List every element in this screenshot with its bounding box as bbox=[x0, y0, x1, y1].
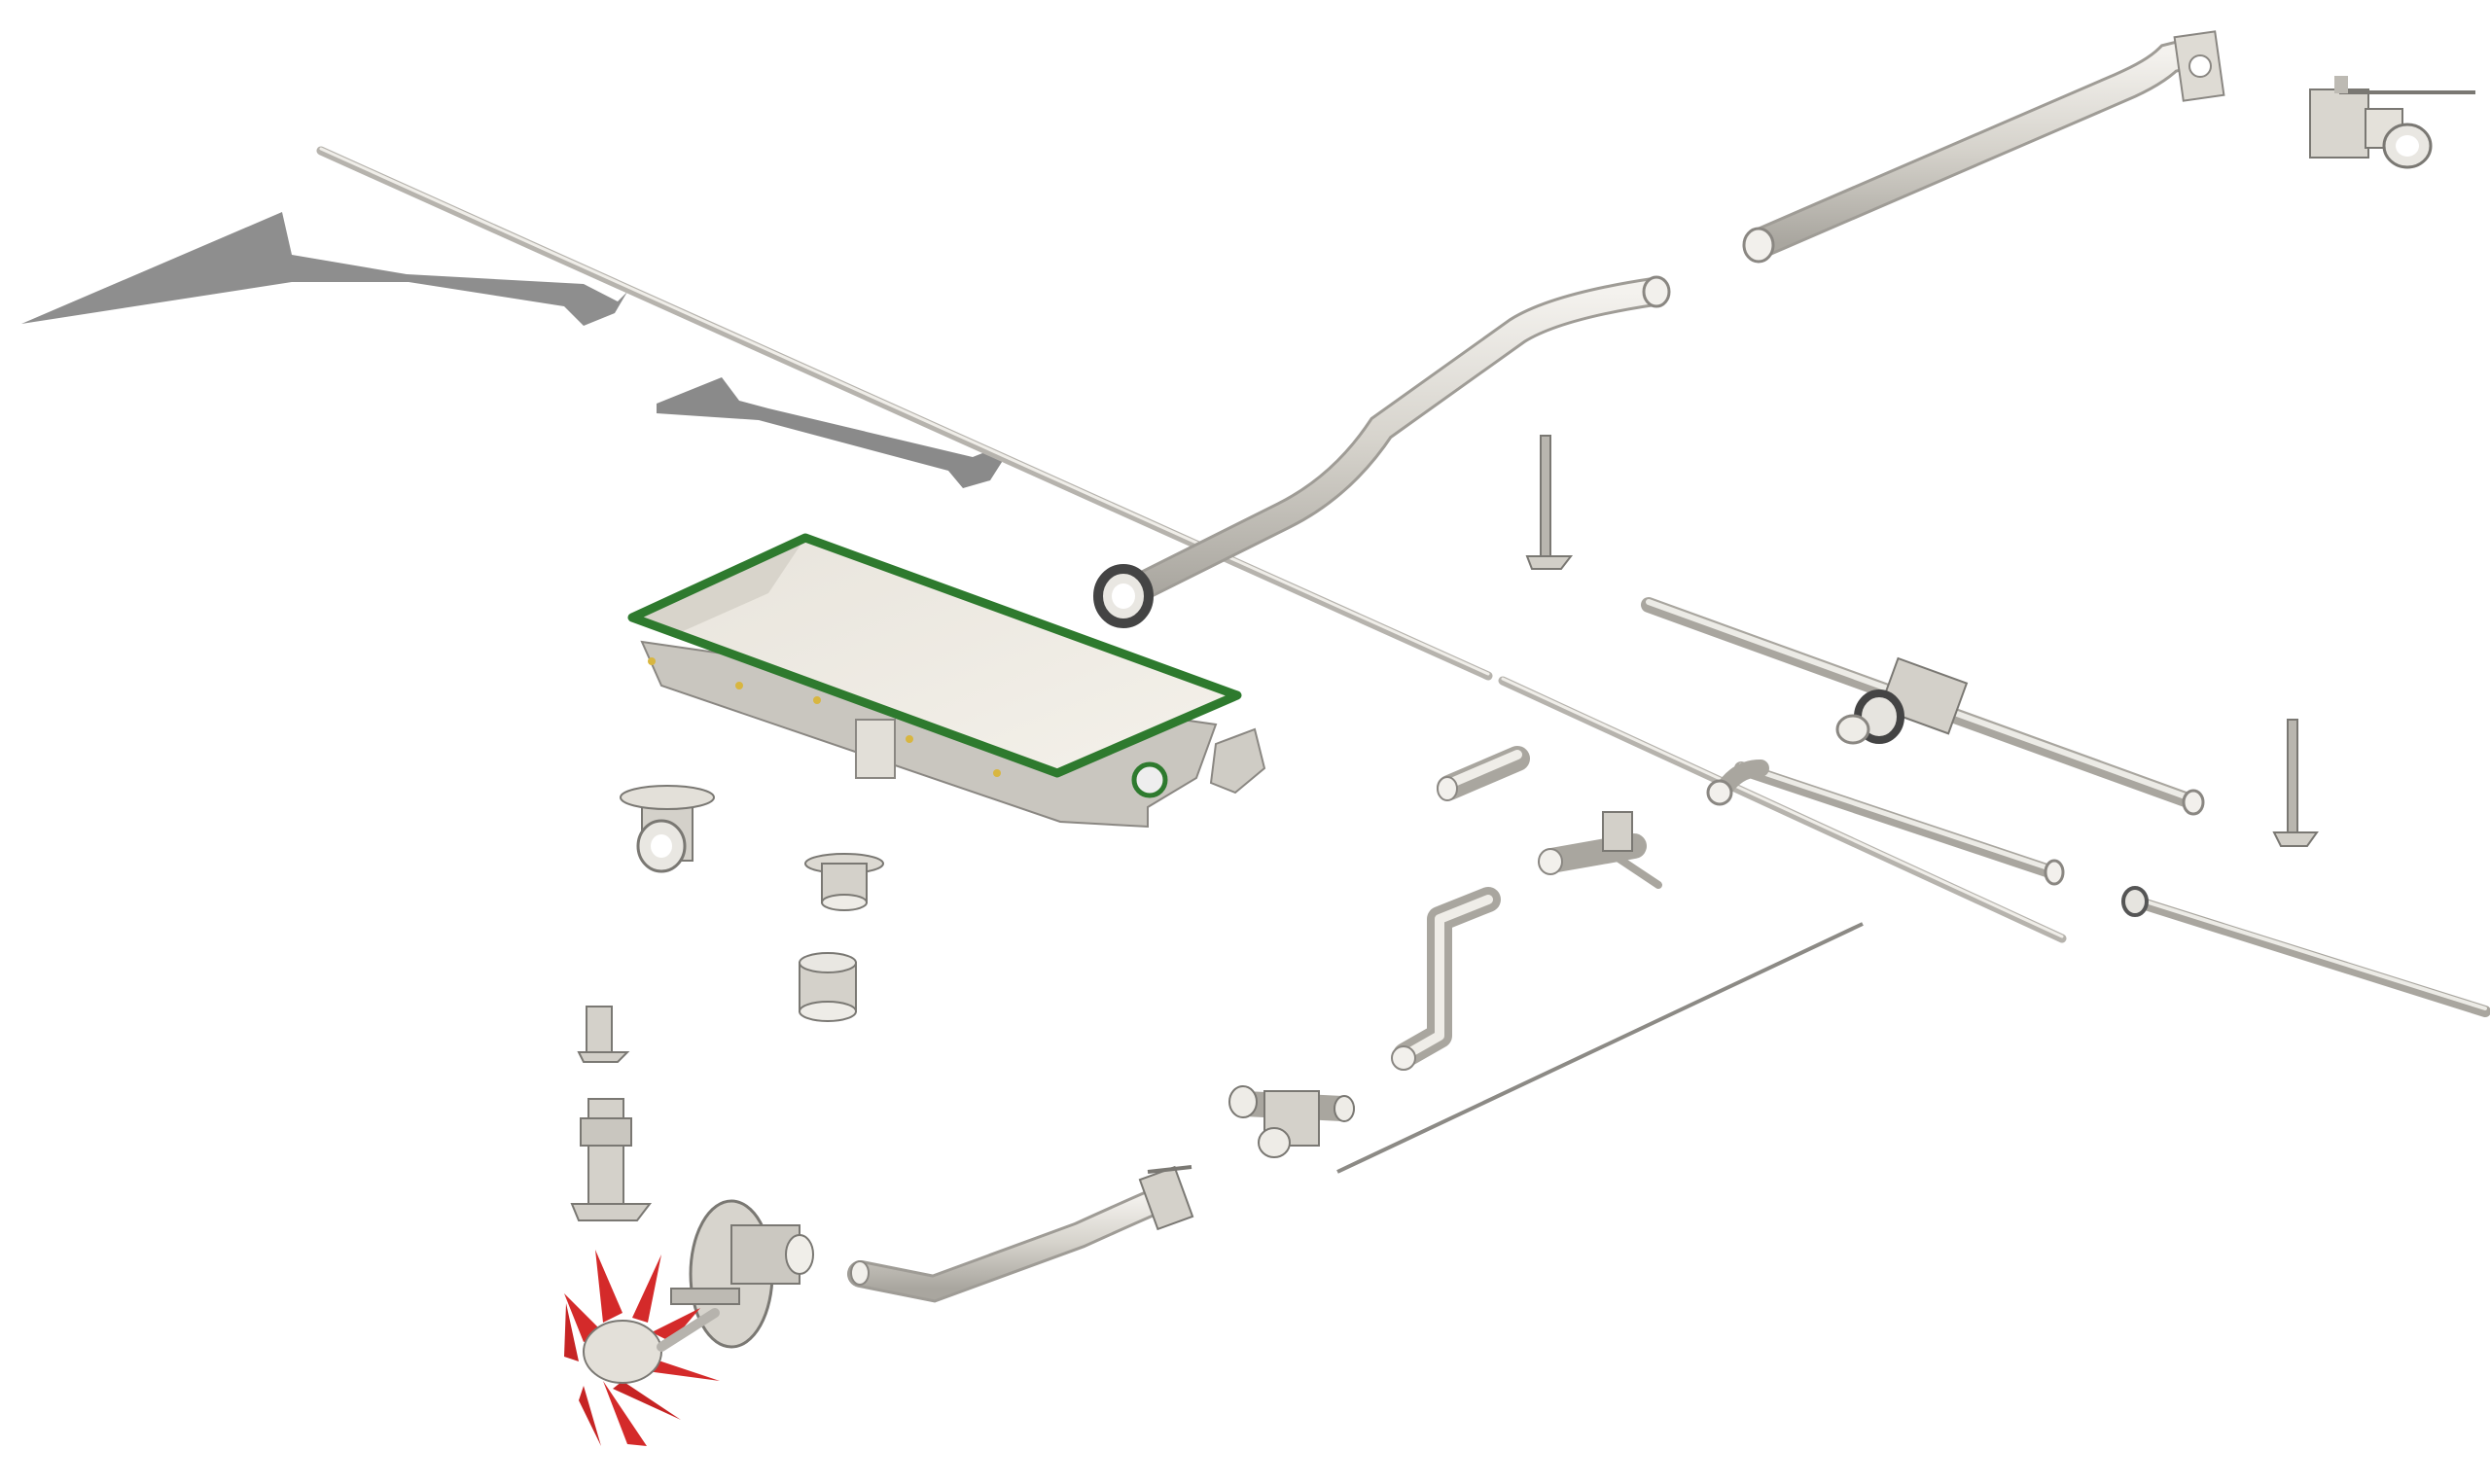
cam-coupling-1 bbox=[804, 853, 884, 911]
short-tube bbox=[1437, 746, 1530, 801]
fender-large bbox=[21, 212, 627, 326]
spray-bar-tee-right bbox=[1641, 597, 2205, 816]
impeller-red bbox=[564, 1250, 720, 1446]
ball-valve-left bbox=[620, 785, 715, 873]
fender-small bbox=[657, 377, 1004, 488]
pipe-upper-right bbox=[1742, 30, 2225, 264]
sleeve-fitting-tall bbox=[570, 1098, 653, 1221]
bent-pipe-center bbox=[1093, 275, 1671, 628]
y-strainer bbox=[1538, 811, 1662, 889]
sleeve-fitting-small bbox=[577, 1006, 630, 1063]
hopper-tray bbox=[627, 533, 1266, 829]
bracket-upright-1 bbox=[1525, 435, 1574, 570]
spray-bar-long bbox=[316, 146, 2067, 943]
crank-pipe bbox=[1391, 887, 1501, 1071]
tee-fitting-bottom bbox=[1228, 1085, 1355, 1158]
thin-rod bbox=[1336, 922, 1864, 1174]
cam-coupling-2 bbox=[799, 952, 857, 1022]
bracket-upright-2 bbox=[2272, 719, 2319, 847]
selection-highlight bbox=[627, 533, 1242, 778]
spray-bar-lower-middle bbox=[1706, 760, 2065, 886]
bent-pipe-bottom bbox=[847, 1165, 1194, 1303]
spray-bar-bottom-right bbox=[2121, 886, 2490, 1017]
ball-valve-top-right bbox=[2309, 76, 2475, 169]
